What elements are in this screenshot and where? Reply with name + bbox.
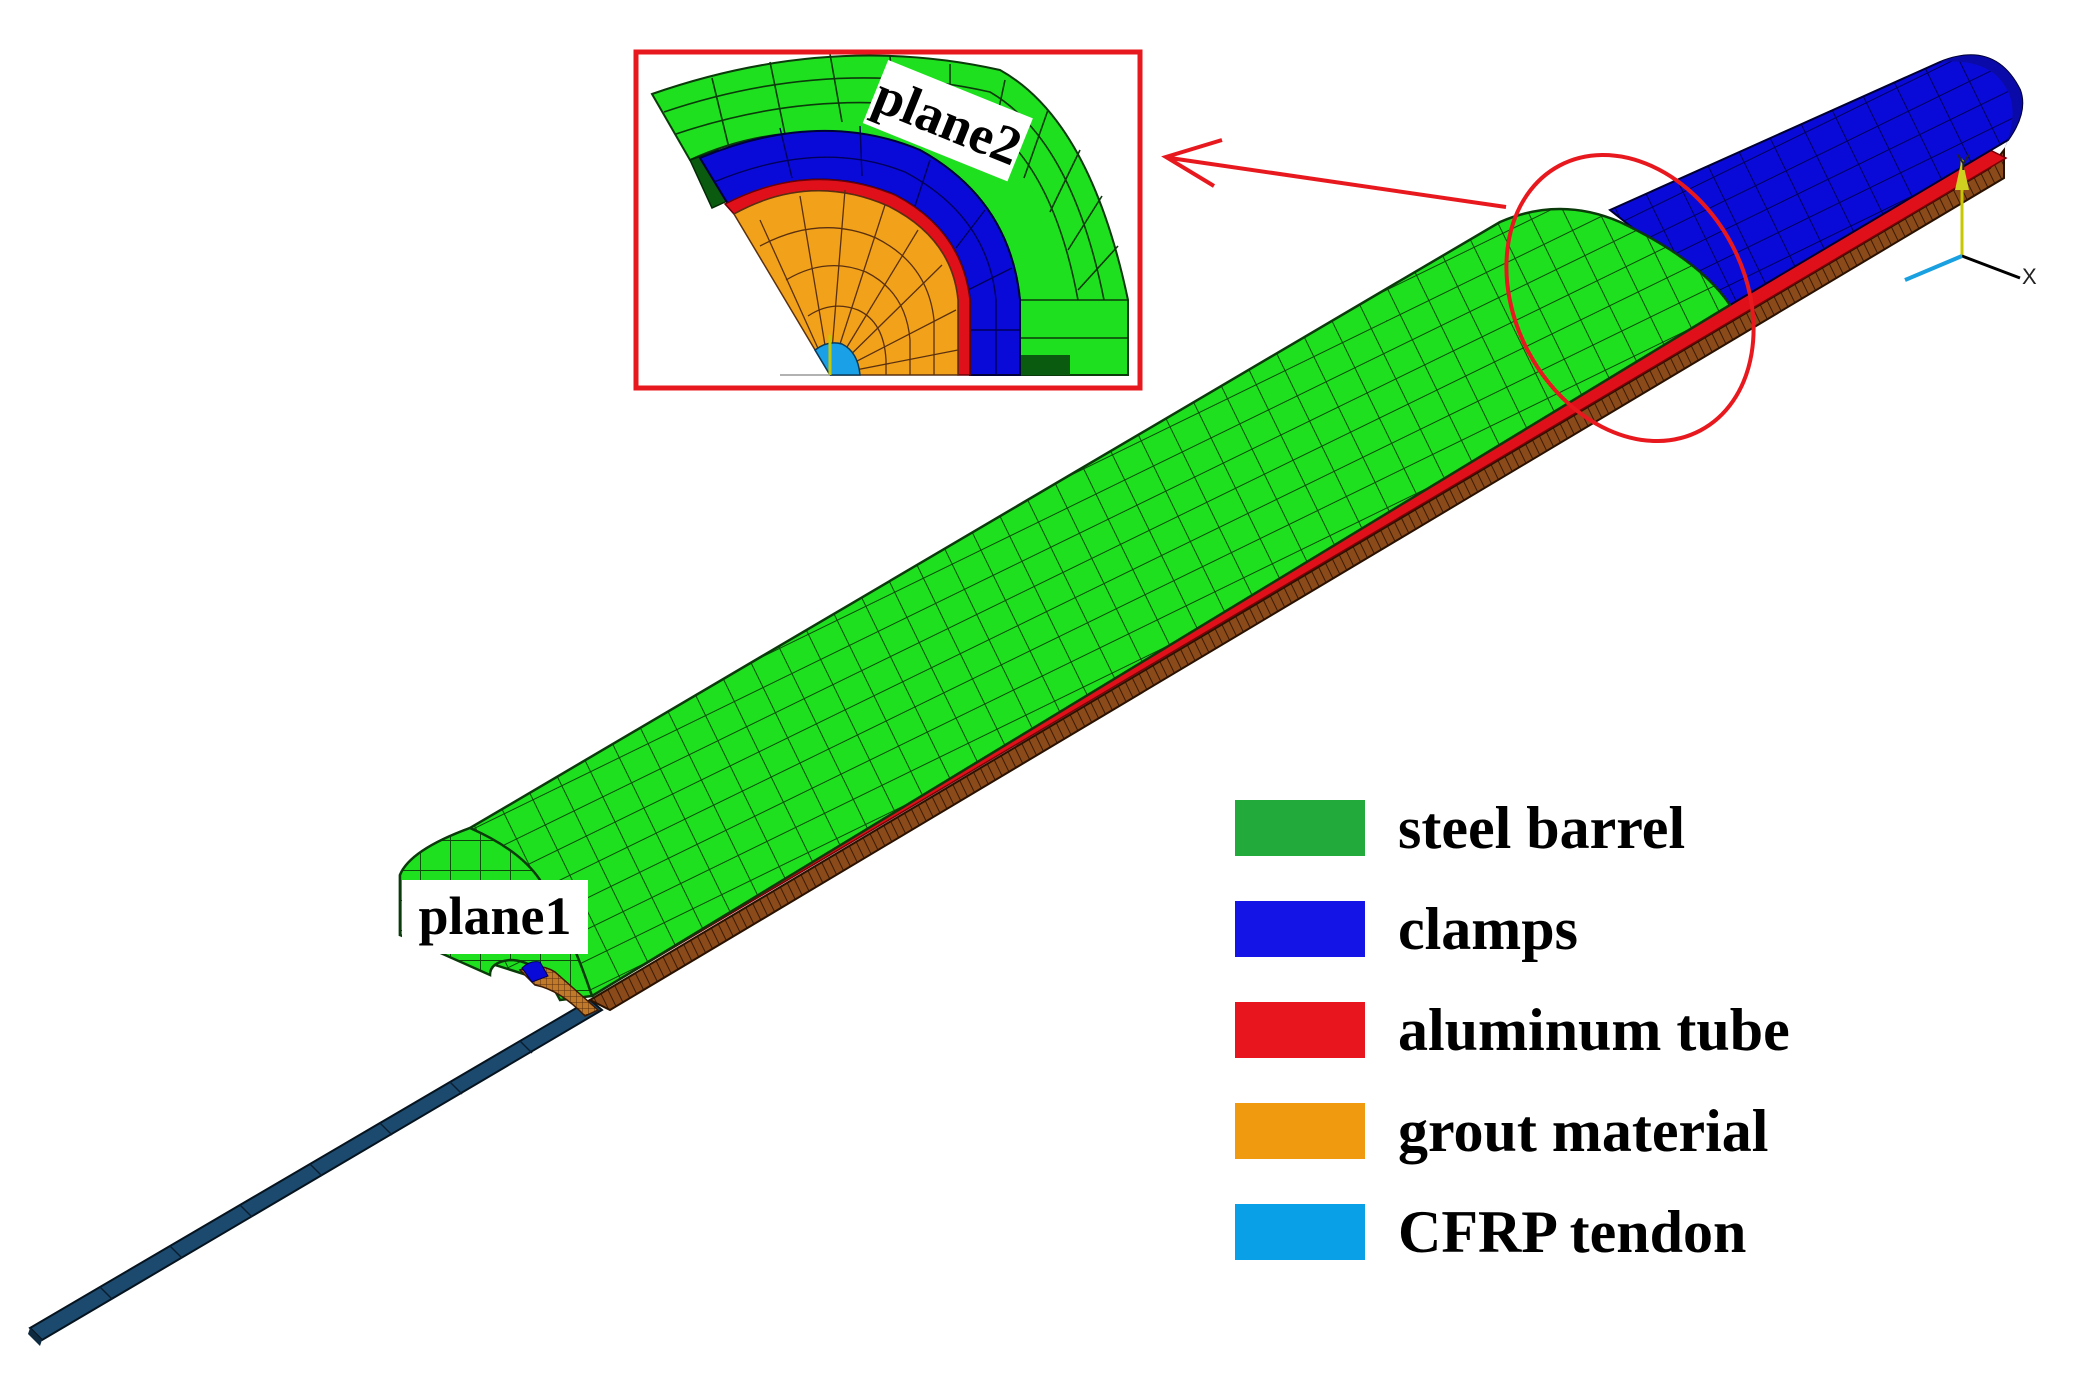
legend-item: aluminum tube [1235, 997, 1790, 1063]
plane2-inset: plane2 [633, 49, 1143, 391]
legend-swatch [1235, 800, 1365, 856]
plane1-label-box: plane1 [402, 880, 588, 954]
plane1-label: plane1 [418, 886, 571, 946]
legend-label: clamps [1398, 896, 1578, 962]
legend: steel barrel clamps aluminum tube grout mat… [1235, 795, 1790, 1265]
axis-y-label: Y [1956, 150, 1971, 175]
lower-body-side [587, 147, 2005, 1012]
legend-label: CFRP tendon [1398, 1199, 1746, 1265]
axis-x-label: X [2022, 264, 2037, 289]
legend-item: grout material [1235, 1098, 1768, 1164]
axis-triad: Y X [1904, 150, 2037, 289]
clamps-body [1608, 54, 2024, 307]
legend-item: steel barrel [1235, 795, 1685, 861]
cfrp-tendon-protrusion [28, 998, 604, 1346]
legend-item: CFRP tendon [1235, 1199, 1746, 1265]
plane2-callout [1161, 138, 1756, 444]
legend-label: aluminum tube [1398, 997, 1790, 1063]
legend-swatch [1235, 1002, 1365, 1058]
legend-label: grout material [1398, 1098, 1768, 1164]
legend-swatch [1235, 1103, 1365, 1159]
legend-swatch [1235, 1204, 1365, 1260]
legend-swatch [1235, 901, 1365, 957]
legend-label: steel barrel [1398, 795, 1685, 861]
legend-item: clamps [1235, 896, 1578, 962]
